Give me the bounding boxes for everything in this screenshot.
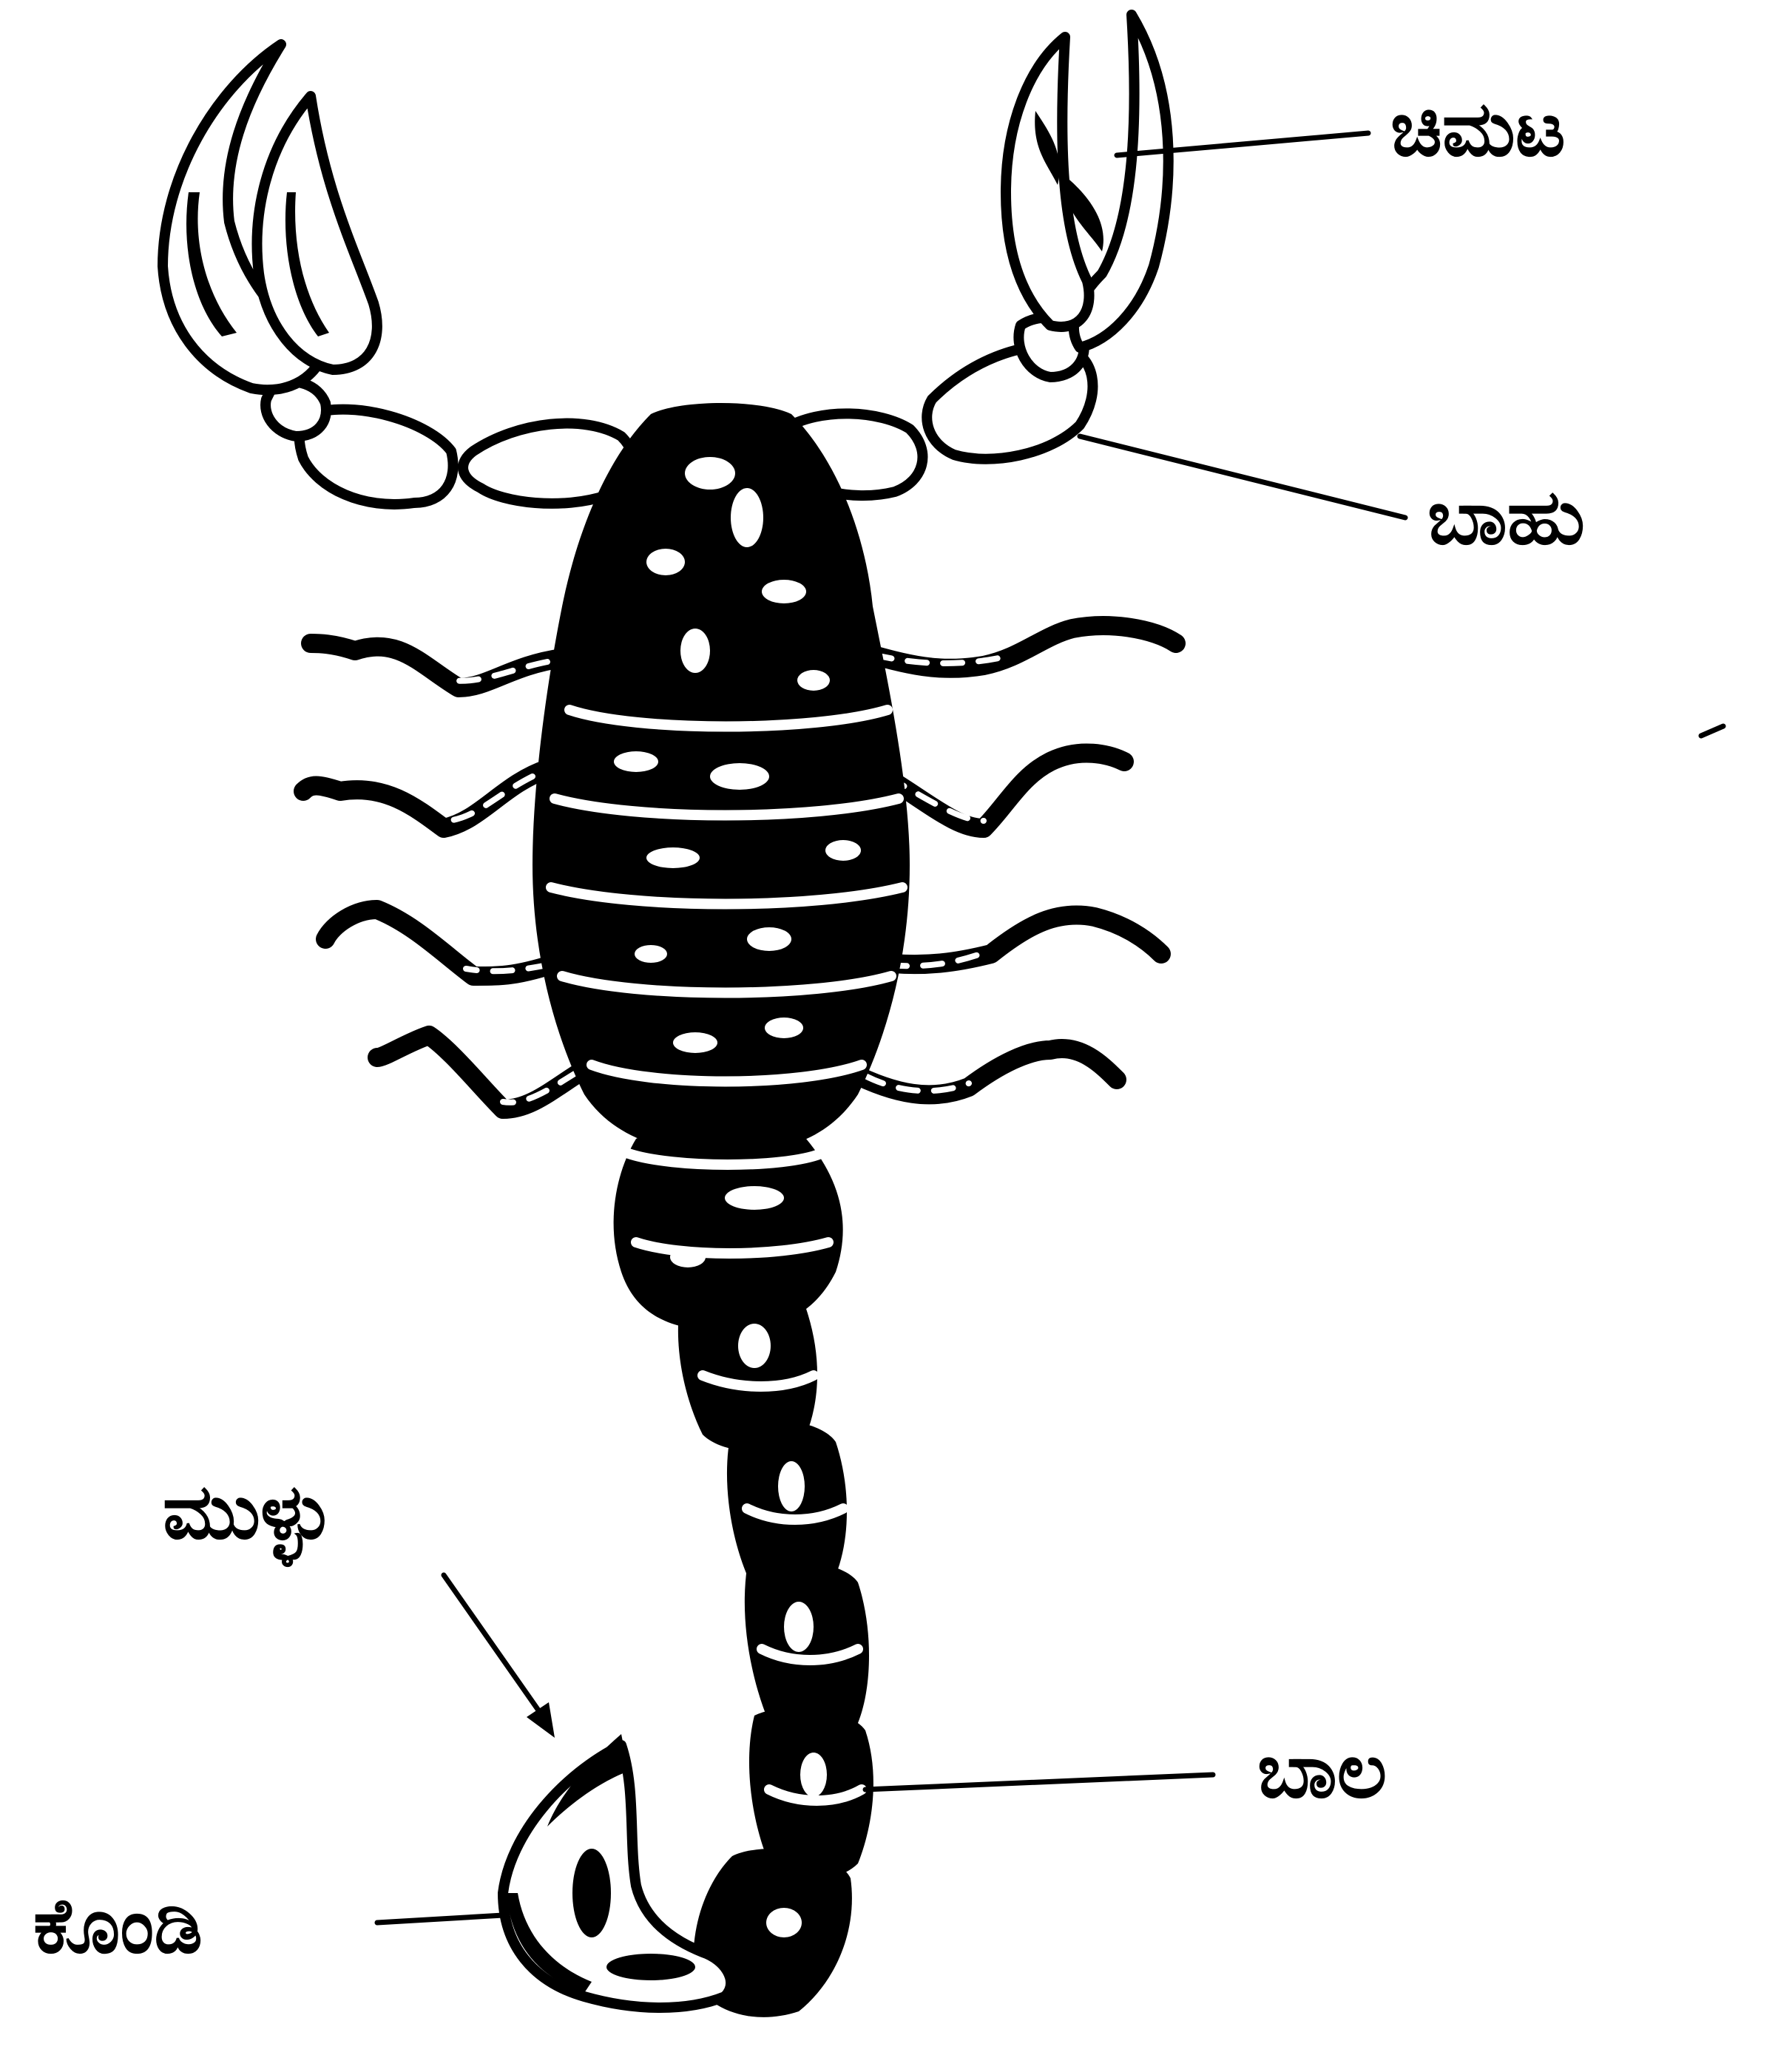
mullu-arrowhead — [527, 1702, 555, 1738]
leg-right-3 — [873, 915, 1161, 964]
leader-mullu — [444, 1575, 547, 1723]
scorpion-tail — [678, 1291, 873, 2017]
leader-baala — [865, 1775, 1213, 1790]
label-mullu: ಮುಳ್ಳು — [163, 1466, 331, 1567]
leg-left-1 — [311, 643, 562, 688]
label-kondi: ಕೊಂಡಿ — [33, 1880, 203, 1971]
scorpion-telson — [503, 1734, 731, 2008]
leader-baahu — [1080, 436, 1405, 518]
right-pedipalp — [776, 15, 1169, 495]
label-baala: ಬಾಲ — [1257, 1725, 1387, 1815]
label-baahu: ಬಾಹು — [1427, 472, 1585, 562]
right-claw-inner-finger — [1006, 37, 1089, 327]
stray-mark — [1701, 726, 1723, 736]
scorpion-body — [533, 403, 910, 1331]
left-pedipalp — [163, 44, 634, 504]
leg-right-4 — [851, 1049, 1117, 1094]
leader-kondi — [377, 1915, 503, 1923]
leg-left-4 — [377, 1035, 592, 1109]
label-chimata: ಚಿಮಟ — [1390, 84, 1566, 174]
leg-left-2 — [303, 769, 547, 828]
leg-right-2 — [873, 753, 1124, 828]
